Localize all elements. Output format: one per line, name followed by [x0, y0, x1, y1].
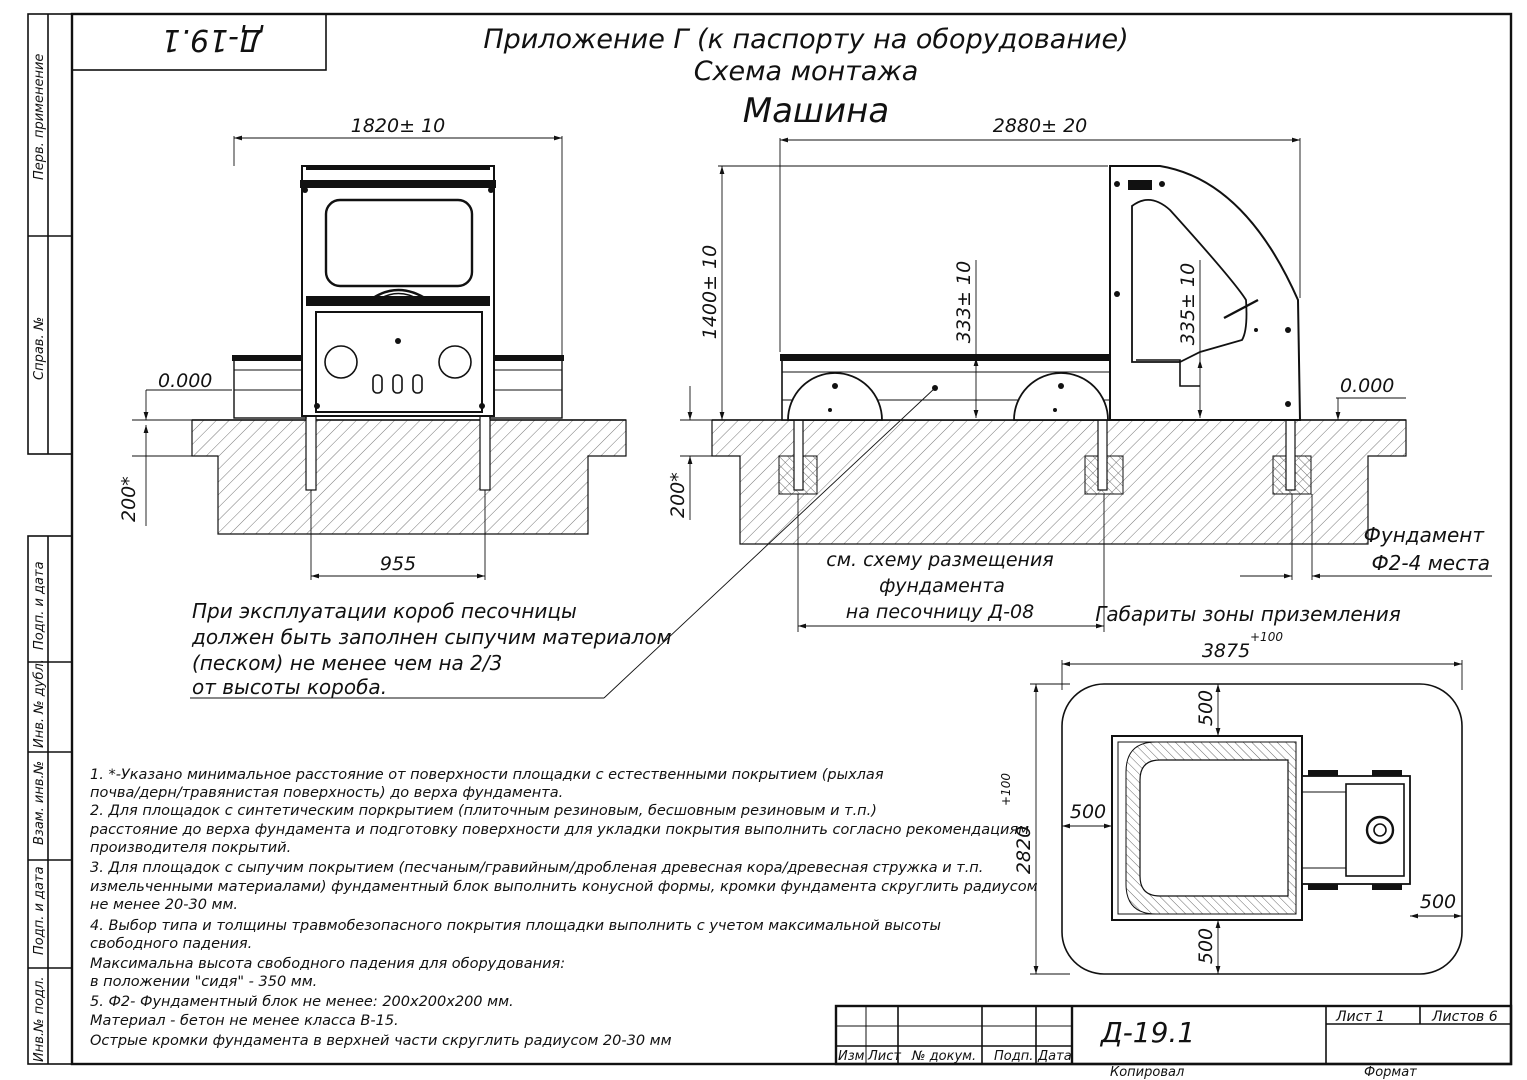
tb-col-doc: № докум. [911, 1049, 976, 1064]
side-length-dim: 2880± 20 [993, 115, 1088, 137]
sand-note-line-1: При эксплуатации короб песочницы [192, 599, 577, 623]
sand-note-leader [603, 387, 936, 699]
side-height-dim: 1400± 10 [699, 245, 721, 340]
sheet-frame [27, 12, 1513, 1066]
tb-col-list: Лист [867, 1049, 901, 1064]
sand-note: При эксплуатации короб песочницы должен … [191, 599, 672, 699]
note-line: Максимальна высота свободного падения дл… [90, 956, 565, 972]
note-line: почва/дерн/травянистая поверхность) до в… [90, 785, 563, 801]
margin-label-inv-podl: Инв.№ подл. [32, 976, 47, 1062]
landing-zone: Габариты зоны приземления 3875 +100 2820… [999, 602, 1463, 975]
general-notes: 1. *-Указано минимальное расстояние от п… [89, 767, 1038, 1049]
note-line: 3. Для площадок с сыпучим покрытием (пес… [90, 860, 983, 876]
landing-margin-right: 500 [1420, 891, 1456, 913]
note-line: в положении "сидя" - 350 мм. [90, 974, 317, 990]
foundation-label-1: Фундамент [1364, 523, 1486, 547]
left-margin-labels: Перв. применение Справ. № Подп. и дата И… [32, 54, 47, 1062]
note-line: производителя покрытий. [90, 840, 291, 856]
side-depth-dim: 200* [667, 472, 689, 518]
side-level-mark: 0.000 [1340, 375, 1394, 397]
sand-note-line-4: от высоты короба. [192, 675, 387, 699]
title-block: Изм Лист № докум. Подп. Дата Д-19.1 Лист… [834, 1004, 1513, 1080]
note-line: свободного падения. [90, 936, 252, 952]
note-line: 2. Для площадок с синтетическим поркрыти… [90, 803, 877, 819]
landing-width-tol: +100 [999, 773, 1013, 806]
title-object: Машина [743, 91, 889, 131]
title-appendix: Приложение Г (к паспорту на оборудование… [483, 24, 1128, 55]
side-box-height-dim: 333± 10 [953, 261, 975, 343]
front-width-dim: 1820± 10 [351, 115, 446, 137]
scheme-ref-1: см. схему размещения [826, 549, 1053, 571]
corner-code: Д-19.1 [161, 22, 264, 57]
landing-zone-title: Габариты зоны приземления [1095, 602, 1401, 626]
corner-code-box: Д-19.1 [71, 13, 327, 71]
sand-note-line-2: должен быть заполнен сыпучим материалом [191, 625, 672, 649]
front-posts-dim: 955 [380, 553, 416, 575]
tb-sheets: Листов 6 [1431, 1009, 1498, 1025]
side-seat-height-dim: 335± 10 [1177, 263, 1199, 345]
landing-width-dim: 2820 [1013, 826, 1035, 874]
margin-label-inv-dubl: Инв. № дубл. [32, 659, 47, 748]
note-line: 4. Выбор типа и толщины травмобезопасног… [90, 918, 941, 934]
tb-copied: Копировал [1110, 1065, 1184, 1080]
note-line: 1. *-Указано минимальное расстояние от п… [90, 767, 884, 783]
front-depth-dim: 200* [118, 476, 140, 522]
tb-code: Д-19.1 [1099, 1016, 1195, 1049]
margin-label-perv: Перв. применение [32, 54, 47, 180]
scheme-ref-2: фундамента [879, 575, 1005, 597]
margin-label-sprav: Справ. № [32, 317, 47, 380]
margin-label-podp1: Подп. и дата [32, 561, 47, 650]
tb-format: Формат [1364, 1065, 1417, 1080]
note-line: измельченными материалами) фундаментный … [90, 879, 1038, 895]
front-level-mark: 0.000 [158, 370, 212, 392]
tb-col-izm: Изм [838, 1049, 865, 1064]
title-scheme: Схема монтажа [694, 56, 919, 87]
scheme-ref-3: на песочницу Д-08 [846, 601, 1034, 623]
landing-length-tol: +100 [1250, 630, 1283, 644]
side-view: 2880± 20 1400± 10 333± 10 335± 10 0.000 … [667, 115, 1492, 632]
margin-label-podp2: Подп. и дата [32, 866, 47, 955]
landing-margin-bottom: 500 [1195, 928, 1217, 964]
tb-col-date: Дата [1037, 1049, 1072, 1064]
foundation-label-2: Ф2-4 места [1371, 551, 1490, 575]
landing-length-dim: 3875 [1202, 640, 1250, 662]
tb-sheet: Лист 1 [1335, 1009, 1385, 1025]
sand-note-line-3: (песком) не менее чем на 2/3 [192, 651, 502, 675]
note-line: 5. Ф2- Фундаментный блок не менее: 200х2… [90, 994, 514, 1010]
margin-label-vzam: Взам. инв.№ [32, 761, 47, 845]
landing-margin-top: 500 [1195, 690, 1217, 726]
tb-col-sign: Подп. [994, 1049, 1033, 1064]
landing-margin-left: 500 [1070, 801, 1106, 823]
note-line: Материал - бетон не менее класса В-15. [90, 1013, 399, 1029]
note-line: Острые кромки фундамента в верхней части… [90, 1033, 672, 1049]
note-line: расстояние до верха фундамента и подгото… [89, 822, 1029, 838]
note-line: не менее 20-30 мм. [90, 897, 238, 913]
front-view: 1820± 10 0.000 200* 955 [118, 115, 627, 580]
